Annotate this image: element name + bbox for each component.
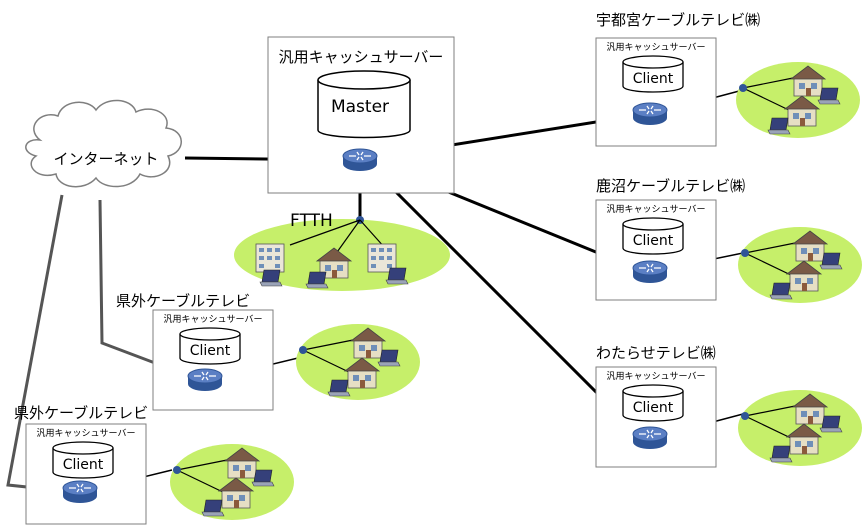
client-db-label: Client: [633, 71, 674, 87]
laptop-icon: [259, 269, 283, 287]
site-title: 県外ケーブルテレビ: [14, 404, 148, 422]
lan-node: [739, 84, 747, 92]
client-db-icon: [622, 384, 684, 422]
client-db-label: Client: [190, 343, 231, 359]
laptop-icon: [377, 349, 401, 367]
client-db-icon: [179, 327, 241, 365]
lan-node: [741, 249, 749, 257]
cache-server-label: 汎用キャッシュサーバー: [607, 42, 706, 53]
laptop-icon: [385, 267, 409, 285]
lan-node: [173, 466, 181, 474]
link-master-watarase: [370, 166, 642, 438]
cache-server-label: 汎用キャッシュサーバー: [607, 204, 706, 215]
cache-server-label: 汎用キャッシュサーバー: [164, 314, 263, 325]
client-db-icon: [622, 55, 684, 93]
laptop-icon: [769, 445, 793, 463]
laptop-icon: [251, 469, 275, 487]
site-title: 県外ケーブルテレビ: [116, 292, 250, 310]
cache-site: 鹿沼ケーブルテレビ㈱汎用キャッシュサーバー Client: [595, 177, 862, 303]
site-title: 宇都宮ケーブルテレビ㈱: [596, 11, 760, 29]
master-db-icon: [317, 70, 411, 139]
cache-site: 宇都宮ケーブルテレビ㈱汎用キャッシュサーバー Client: [595, 11, 860, 147]
router-icon: [632, 260, 668, 284]
router-icon: [632, 426, 668, 450]
client-db-icon: [52, 441, 114, 479]
apartment-icon: [255, 243, 285, 273]
laptop-icon: [769, 282, 793, 300]
client-db-label: Client: [633, 400, 674, 416]
client-db-icon: [622, 217, 684, 255]
laptop-icon: [201, 499, 225, 517]
master-server: 汎用キャッシュサーバー Master: [267, 36, 455, 194]
router-icon: [632, 102, 668, 126]
ftth-label: FTTH: [290, 211, 333, 231]
client-db-label: Client: [63, 457, 104, 473]
site-title: わたらせテレビ㈱: [596, 344, 716, 362]
cache-server-label: 汎用キャッシュサーバー: [607, 371, 706, 382]
internet-label: インターネット: [53, 150, 158, 168]
router-icon: [187, 368, 223, 392]
cloud-shape: [25, 99, 182, 188]
laptop-icon: [305, 271, 329, 289]
cache-sites: 宇都宮ケーブルテレビ㈱汎用キャッシュサーバーClient鹿沼ケーブルテレビ㈱汎用…: [14, 11, 862, 525]
cache-server-label: 汎用キャッシュサーバー: [37, 428, 136, 439]
laptop-icon: [327, 379, 351, 397]
site-title: 鹿沼ケーブルテレビ㈱: [596, 177, 745, 195]
master-router-icon: [342, 148, 378, 172]
lan-node: [299, 346, 307, 354]
router-icon: [62, 480, 98, 504]
master-server-label: 汎用キャッシュサーバー: [279, 48, 444, 66]
internet-cloud: インターネット: [25, 99, 182, 188]
laptop-icon: [819, 252, 843, 270]
lan-node: [741, 412, 749, 420]
ftth-area: FTTH: [234, 211, 450, 291]
laptop-icon: [767, 117, 791, 135]
laptop-icon: [817, 87, 841, 105]
master-db-label: Master: [331, 97, 389, 117]
laptop-icon: [819, 415, 843, 433]
cache-site: わたらせテレビ㈱汎用キャッシュサーバー Client: [595, 344, 862, 468]
client-db-label: Client: [633, 233, 674, 249]
